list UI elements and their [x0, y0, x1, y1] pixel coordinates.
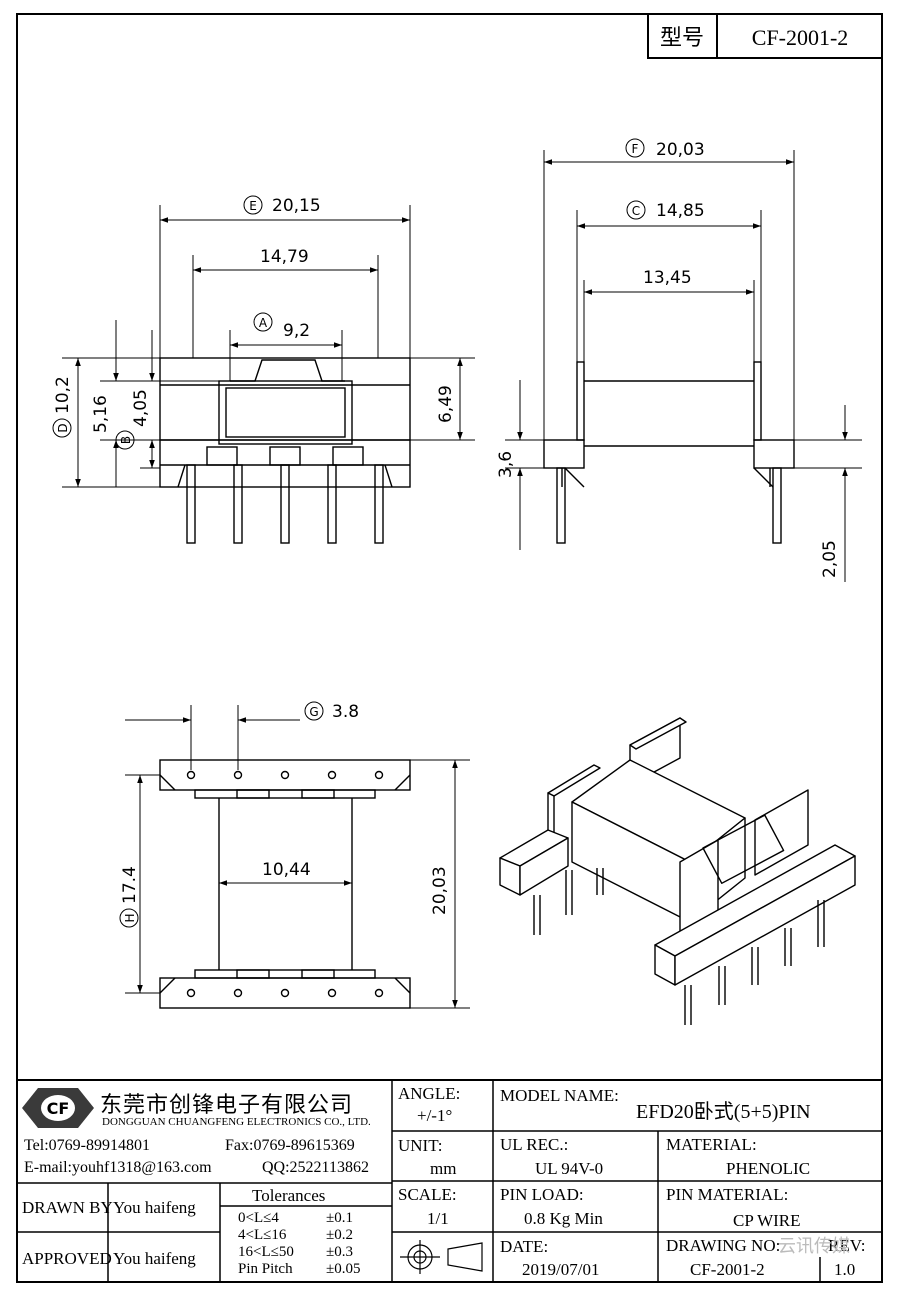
drawn-by-label: DRAWN BY — [22, 1198, 113, 1217]
tolerance-range: 0<L≤4 — [238, 1210, 279, 1226]
drawing-no-label: DRAWING NO: — [666, 1236, 781, 1255]
dim-D-value: 10,2 — [53, 376, 73, 414]
pin-load-value: 0.8 Kg Min — [524, 1209, 603, 1228]
header-box: 型号 CF-2001-2 — [647, 13, 883, 59]
date-value: 2019/07/01 — [522, 1260, 600, 1279]
side-dimension-lines — [505, 150, 862, 582]
scale-label: SCALE: — [398, 1185, 457, 1204]
tolerance-range: 16<L≤50 — [238, 1244, 294, 1260]
part-number: CF-2001-2 — [752, 25, 849, 50]
model-label: MODEL NAME: — [500, 1086, 619, 1105]
dimension-labels: E 20,15 14,79 A 9,2 D 10,2 5,16 B 4,05 6… — [52, 138, 840, 928]
pin-load-label: PIN LOAD: — [500, 1185, 584, 1204]
unit-label: UNIT: — [398, 1136, 443, 1155]
company-qq: QQ:2522113862 — [262, 1159, 369, 1176]
front-view — [159, 357, 411, 544]
dim-H-letter: H — [123, 913, 137, 922]
dim-bottom-inner: 10,44 — [262, 860, 311, 880]
drawing-border — [16, 13, 883, 1283]
dim-C-value: 14,85 — [656, 201, 705, 221]
drawing-no-value: CF-2001-2 — [690, 1260, 765, 1279]
dim-A-value: 9,2 — [283, 321, 310, 341]
tolerances-label: Tolerances — [252, 1186, 326, 1205]
unit-value: mm — [430, 1159, 457, 1178]
dim-G-value: 3.8 — [332, 702, 359, 722]
company-tel: Tel:0769-89914801 — [24, 1137, 150, 1154]
dim-side-2-05: 2,05 — [820, 540, 840, 578]
dim-bottom-total: 20,03 — [430, 866, 450, 915]
dim-side-inner: 13,45 — [643, 268, 692, 288]
pin-material-value: CP WIRE — [733, 1211, 801, 1230]
approved-value: You haifeng — [113, 1249, 196, 1268]
watermark: 云讯传媒 — [778, 1236, 850, 1257]
dim-F-letter: F — [632, 142, 639, 156]
front-dimension-lines — [62, 205, 475, 488]
dim-E-value: 20,15 — [272, 196, 321, 216]
dim-C-letter: C — [632, 204, 640, 218]
company-logo: CF — [22, 1088, 94, 1128]
material-label: MATERIAL: — [666, 1135, 757, 1154]
company-name-en: DONGGUAN CHUANGFENG ELECTRONICS CO., LTD… — [102, 1116, 371, 1128]
title-block-grid — [17, 1079, 882, 1282]
dim-G-letter: G — [309, 705, 318, 719]
isometric-view — [499, 717, 856, 1025]
angle-value: +/-1° — [417, 1106, 453, 1125]
approved-label: APPROVED — [22, 1249, 112, 1268]
logo-text: CF — [47, 1099, 70, 1118]
date-label: DATE: — [500, 1237, 549, 1256]
material-value: PHENOLIC — [726, 1159, 811, 1178]
tolerance-value: ±0.2 — [326, 1227, 353, 1243]
dim-A-letter: A — [259, 316, 268, 330]
model-value: EFD20卧式(5+5)PIN — [636, 1101, 811, 1123]
dim-B-letter: B — [119, 436, 133, 444]
tolerance-value: ±0.3 — [326, 1244, 353, 1260]
rev-label: REV: — [828, 1236, 866, 1255]
projection-symbol-icon — [400, 1240, 483, 1274]
ul-value: UL 94V-0 — [535, 1159, 604, 1178]
tolerance-value: ±0.1 — [326, 1210, 353, 1226]
bottom-view — [159, 759, 411, 1009]
tolerance-value: ±0.05 — [326, 1261, 361, 1277]
company-email: E-mail:youhf1318@163.com — [24, 1159, 212, 1176]
rev-value: 1.0 — [834, 1260, 856, 1279]
ul-label: UL REC.: — [500, 1135, 569, 1154]
company-name-cn: 东莞市创锋电子有限公司 — [100, 1093, 354, 1118]
tolerance-range: Pin Pitch — [238, 1261, 293, 1277]
dim-front-6-49: 6,49 — [436, 385, 456, 423]
company-fax: Fax:0769-89615369 — [225, 1137, 355, 1154]
dim-front-5-16: 5,16 — [91, 395, 111, 433]
bottom-dimension-lines — [125, 705, 470, 1009]
pin-material-label: PIN MATERIAL: — [666, 1185, 789, 1204]
type-label: 型号 — [660, 26, 704, 51]
dim-front-inner: 14,79 — [260, 247, 309, 267]
dim-side-3-6: 3,6 — [496, 451, 516, 478]
scale-value: 1/1 — [427, 1209, 449, 1228]
dim-F-value: 20,03 — [656, 140, 705, 160]
angle-label: ANGLE: — [398, 1084, 461, 1103]
drawn-by-value: You haifeng — [113, 1198, 196, 1217]
dim-D-letter: D — [56, 423, 70, 432]
dim-B-value: 4,05 — [131, 389, 151, 427]
dim-H-value: 17.4 — [120, 866, 140, 904]
side-view — [543, 361, 795, 544]
tolerance-range: 4<L≤16 — [238, 1227, 287, 1243]
dim-E-letter: E — [249, 199, 257, 213]
